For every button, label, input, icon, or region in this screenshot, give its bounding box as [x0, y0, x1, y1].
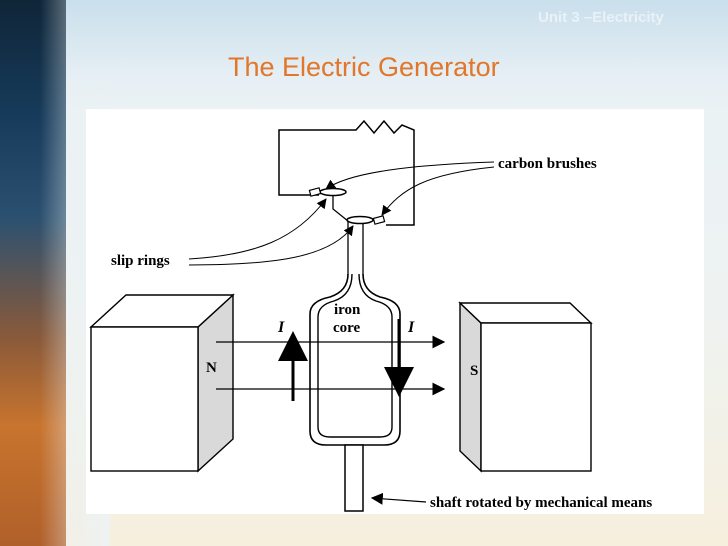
slide-header: Unit 3 –Electricity	[538, 9, 664, 26]
slide-title: The Electric Generator	[228, 52, 500, 82]
callout-slip-ring-upper	[188, 198, 327, 260]
carbon-brush-lower	[372, 215, 386, 225]
callout-brushes-upper	[325, 161, 495, 190]
label-shaft: shaft rotated by mechanical means	[430, 495, 652, 511]
slip-ring-upper	[319, 187, 347, 197]
carbon-brush-upper	[308, 187, 322, 197]
n-pole-front	[90, 326, 199, 472]
callout-shaft	[370, 492, 427, 505]
label-slip-rings: slip rings	[111, 253, 170, 269]
label-south: S	[470, 363, 478, 379]
external-circuit	[278, 119, 415, 226]
shaft	[344, 444, 364, 512]
callout-brushes-lower	[381, 166, 495, 216]
label-core: core	[333, 320, 361, 336]
slip-ring-lower	[346, 215, 374, 225]
coil-lead-left	[332, 195, 349, 284]
callout-slip-ring-lower	[188, 225, 354, 266]
iron-core	[317, 273, 393, 438]
label-north: N	[206, 360, 217, 376]
s-pole-front	[480, 322, 592, 472]
label-current-left: I	[277, 319, 285, 336]
s-pole-side	[459, 301, 482, 473]
background-sky	[66, 0, 728, 110]
s-pole-top	[458, 302, 593, 324]
diagram-svg: carbon brushes slip rings iron core N S …	[89, 119, 652, 512]
label-carbon-brushes: carbon brushes	[498, 156, 597, 172]
generator-diagram: carbon brushes slip rings iron core N S …	[86, 109, 704, 514]
label-current-right: I	[407, 319, 415, 336]
label-iron: iron	[334, 302, 361, 318]
